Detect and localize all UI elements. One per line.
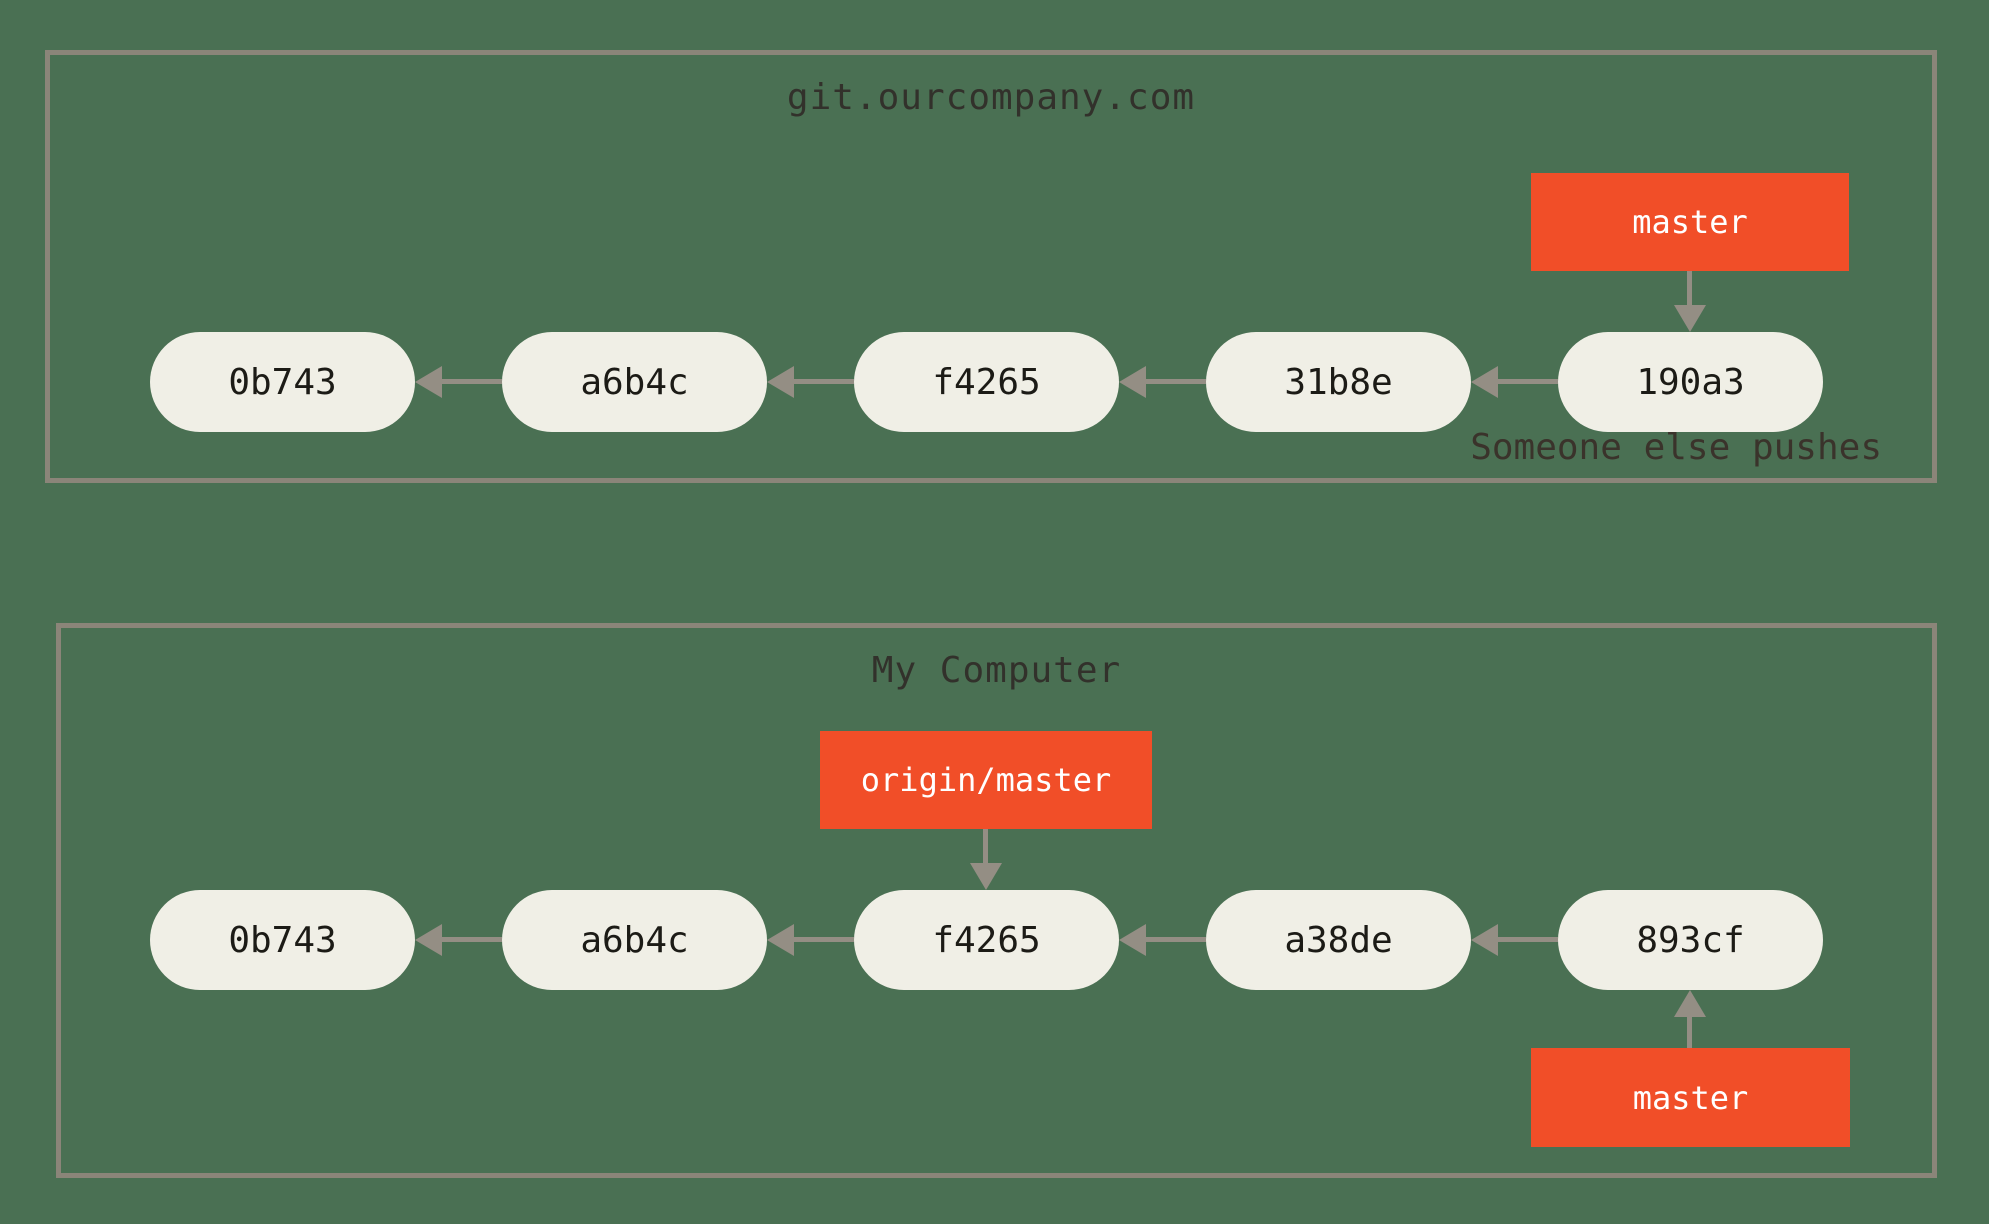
commit-node-a6b4c: a6b4c: [502, 890, 767, 990]
commit-parent-arrow-icon: [1119, 366, 1206, 398]
commit-node-f4265: f4265: [854, 890, 1119, 990]
server-master-branch-label: master: [1531, 173, 1849, 271]
commit-hash: a6b4c: [580, 361, 689, 403]
commit-hash: 190a3: [1636, 361, 1745, 403]
arrow-shaft: [1687, 1012, 1692, 1048]
commit-parent-arrow-icon: [767, 366, 854, 398]
commit-node-a6b4c: a6b4c: [502, 332, 767, 432]
commit-hash: 0b743: [228, 919, 337, 961]
commit-hash: 31b8e: [1284, 361, 1393, 403]
server-master-branch-arrow-icon: [1674, 271, 1706, 332]
commit-parent-arrow-icon: [1119, 924, 1206, 956]
arrow-shaft: [1493, 937, 1558, 942]
local-master-branch-arrow-icon: [1674, 990, 1706, 1048]
commit-hash: f4265: [932, 361, 1041, 403]
commit-node-0b743: 0b743: [150, 332, 415, 432]
commit-node-190a3: 190a3: [1558, 332, 1823, 432]
arrow-shaft: [437, 379, 502, 384]
commit-node-a38de: a38de: [1206, 890, 1471, 990]
commit-hash: a6b4c: [580, 919, 689, 961]
commit-hash: 893cf: [1636, 919, 1745, 961]
commit-hash: a38de: [1284, 919, 1393, 961]
arrow-shaft: [1493, 379, 1558, 384]
commit-parent-arrow-icon: [1471, 924, 1558, 956]
commit-parent-arrow-icon: [415, 366, 502, 398]
server-repo-title: git.ourcompany.com: [786, 77, 1196, 118]
commit-node-31b8e: 31b8e: [1206, 332, 1471, 432]
server-repo-box: git.ourcompany.com master 0b743 a6b4c f4…: [45, 50, 1937, 483]
arrow-shaft: [983, 829, 988, 868]
arrow-shaft: [1141, 379, 1206, 384]
commit-parent-arrow-icon: [767, 924, 854, 956]
origin-master-branch-arrow-icon: [970, 829, 1002, 890]
commit-node-893cf: 893cf: [1558, 890, 1823, 990]
arrow-shaft: [789, 379, 854, 384]
arrow-shaft: [1141, 937, 1206, 942]
arrow-shaft: [437, 937, 502, 942]
arrow-head-down-icon: [1674, 305, 1706, 332]
origin-master-branch-label: origin/master: [820, 731, 1152, 829]
local-master-branch-label: master: [1531, 1048, 1850, 1147]
commit-parent-arrow-icon: [1471, 366, 1558, 398]
commit-node-f4265: f4265: [854, 332, 1119, 432]
arrow-shaft: [789, 937, 854, 942]
commit-hash: f4265: [932, 919, 1041, 961]
commit-parent-arrow-icon: [415, 924, 502, 956]
arrow-head-down-icon: [970, 863, 1002, 890]
local-repo-box: My Computer origin/master 0b743 a6b4c f4…: [56, 623, 1937, 1178]
commit-hash: 0b743: [228, 361, 337, 403]
someone-else-pushes-annotation: Someone else pushes: [1470, 427, 1882, 468]
local-repo-title: My Computer: [871, 650, 1122, 691]
arrow-shaft: [1687, 271, 1692, 310]
commit-node-0b743: 0b743: [150, 890, 415, 990]
